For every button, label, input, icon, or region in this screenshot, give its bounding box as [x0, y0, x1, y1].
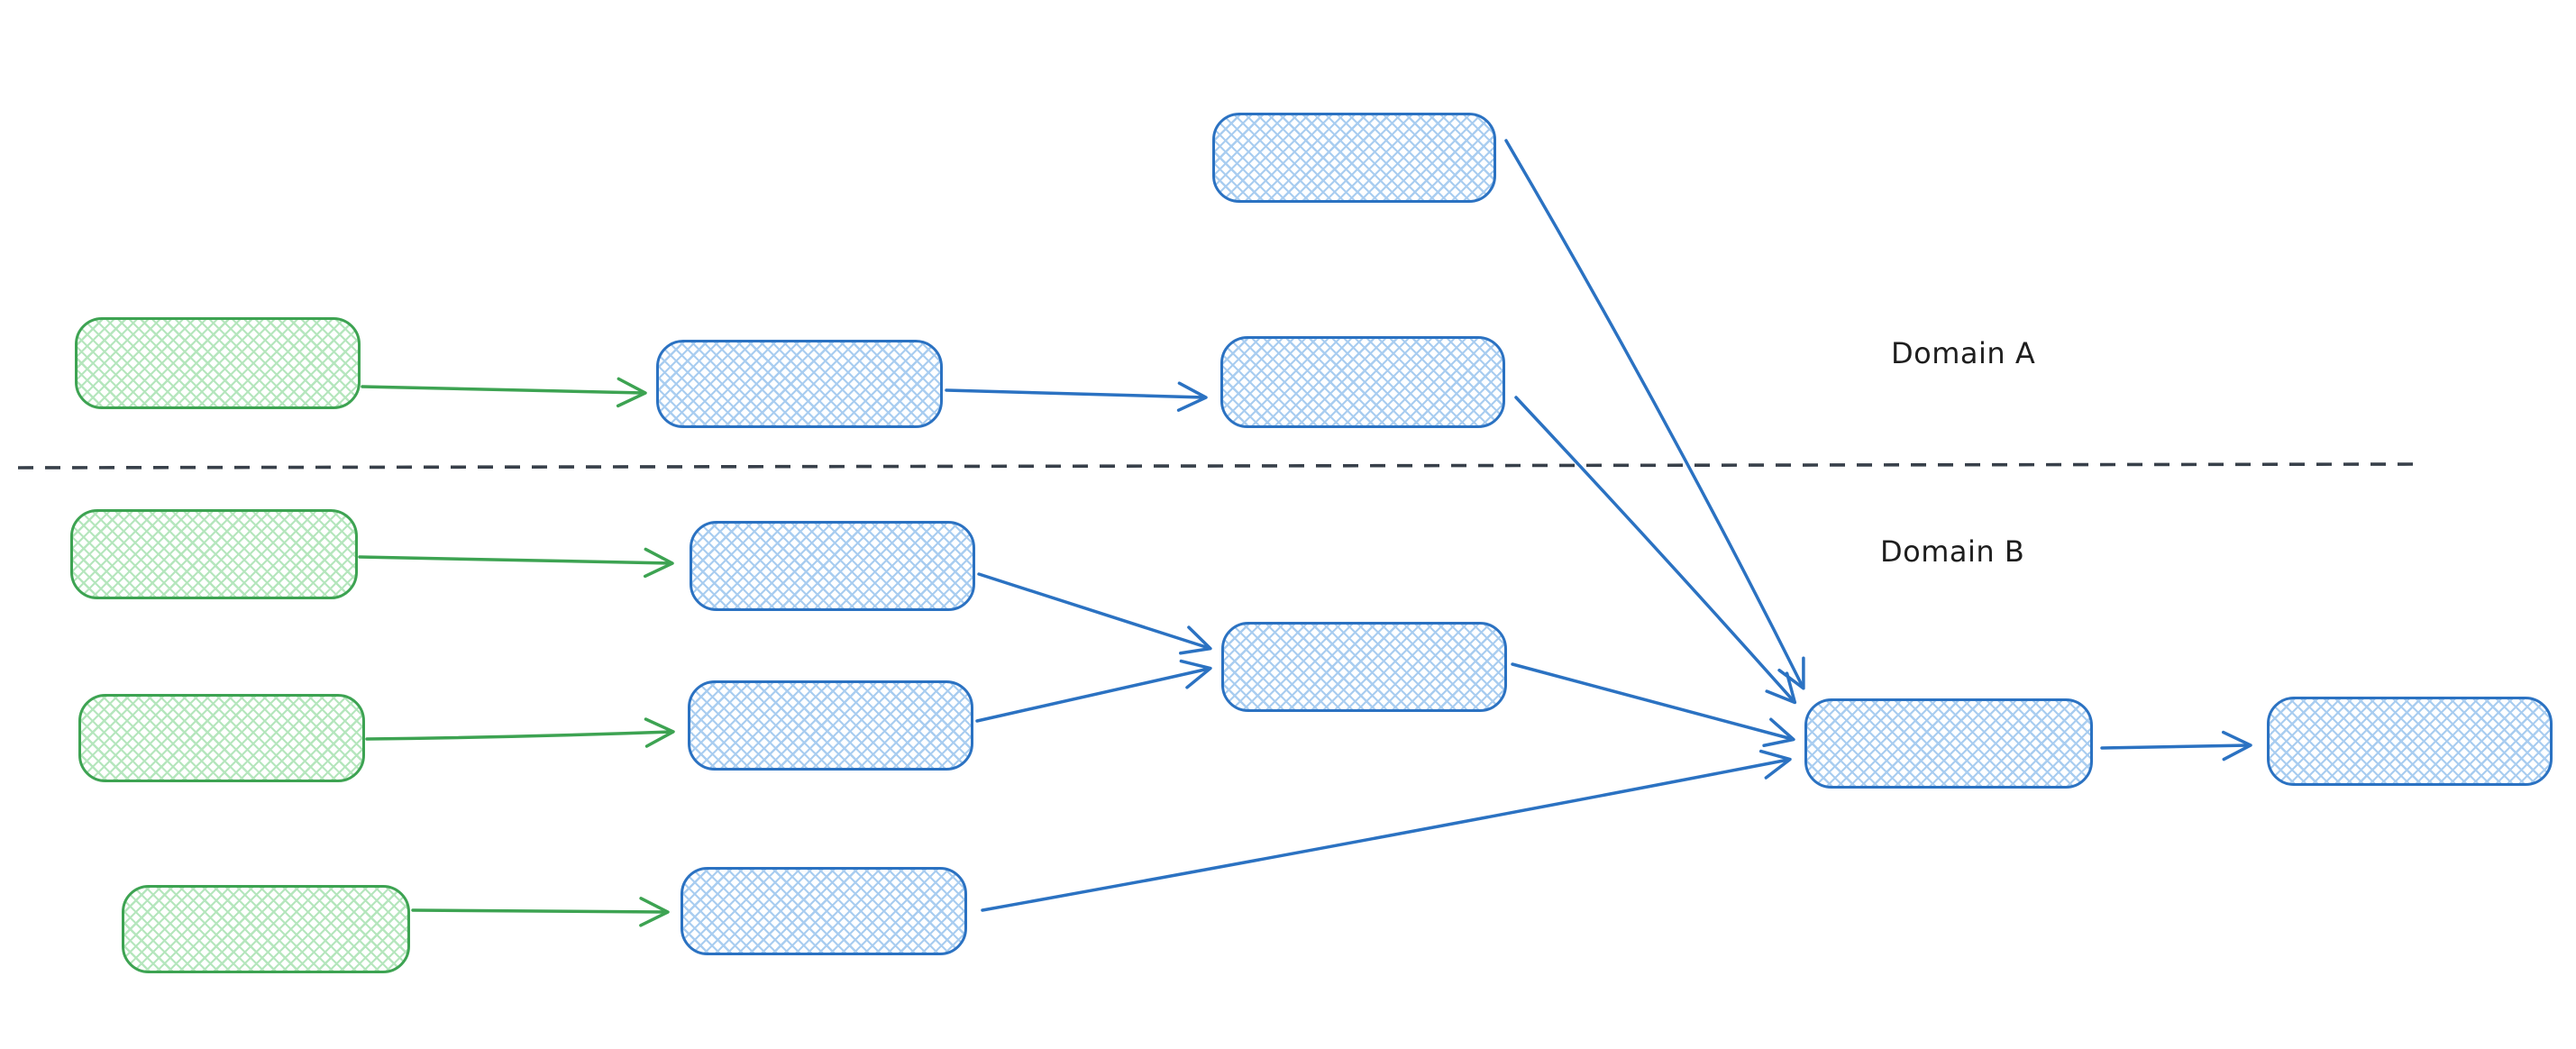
edge-b-stage-1-to-b-merge [977, 572, 1212, 655]
edge-b-merge-to-central-merge [1511, 662, 1795, 747]
node-b-merge [1221, 622, 1507, 712]
node-a-stage-1 [656, 340, 943, 428]
domain-divider-dashed-line [17, 462, 2415, 470]
node-central-merge [1804, 698, 2093, 789]
edge-a-source-float-to-central-merge [1504, 139, 1805, 690]
node-b-stage-3 [681, 867, 967, 955]
node-b-input-1 [70, 509, 358, 599]
edge-b-stage-2-to-b-merge [975, 659, 1212, 723]
domain-b-label: Domain B [1880, 534, 2025, 569]
node-b-input-2 [78, 694, 365, 782]
node-b-stage-1 [690, 521, 975, 611]
edge-b-input-2-to-b-stage-2 [365, 717, 675, 748]
domain-a-label: Domain A [1891, 336, 2036, 370]
edge-b-input-3-to-b-stage-3 [411, 897, 670, 927]
edge-a-stage-2-to-central-merge [1514, 396, 1797, 705]
edge-b-stage-3-to-central-merge [981, 749, 1792, 912]
node-output [2267, 697, 2553, 786]
node-a-stage-2 [1220, 336, 1505, 428]
edge-a-input-to-a-stage-1 [361, 377, 647, 408]
node-b-input-3 [122, 885, 410, 973]
node-a-source-float [1212, 113, 1496, 203]
edge-b-input-1-to-b-stage-1 [358, 547, 674, 579]
node-b-stage-2 [688, 680, 973, 771]
node-a-input [75, 317, 361, 409]
edge-central-merge-to-output [2100, 730, 2252, 762]
edge-a-stage-1-to-a-stage-2 [945, 381, 1208, 412]
